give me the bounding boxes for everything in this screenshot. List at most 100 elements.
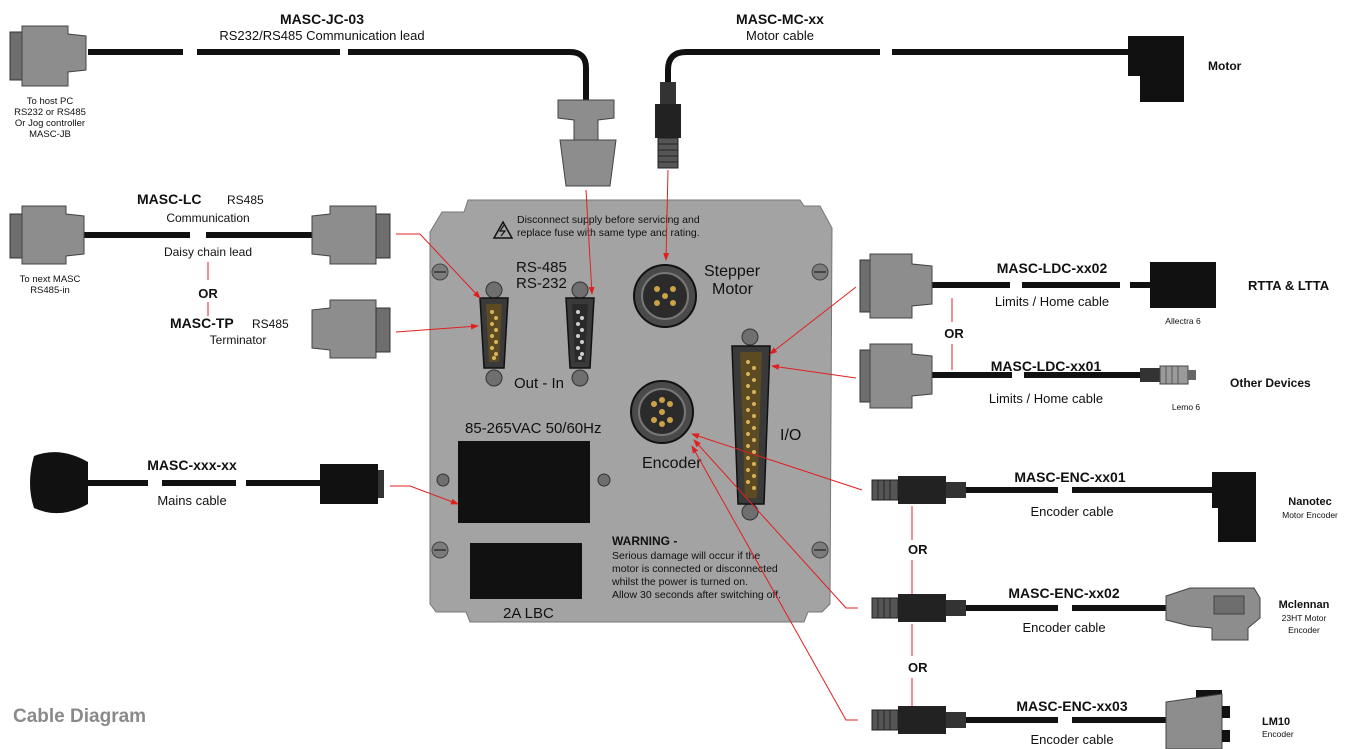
- power-inlet: [436, 441, 611, 523]
- enc02-end2: 23HT Motor: [1282, 613, 1327, 623]
- arrow-terminator: [395, 323, 479, 333]
- host-note: RS232 or RS485: [14, 107, 86, 118]
- rs232-in-port: [565, 281, 595, 387]
- panel-screw: [431, 263, 449, 281]
- limits-cable-01: [859, 343, 1196, 409]
- arrow-comm-lead: [585, 189, 595, 295]
- enc02-end3: Encoder: [1288, 625, 1320, 635]
- enc02-desc: Encoder cable: [1022, 620, 1105, 635]
- ldc02-desc: Limits / Home cable: [995, 294, 1109, 309]
- enc03-end2: Encoder: [1262, 729, 1294, 739]
- ldc02-connector: Allectra 6: [1165, 316, 1201, 326]
- lc-suffix: RS485: [227, 193, 264, 207]
- warning-line: Serious damage will occur if the: [612, 550, 760, 562]
- mains-code: MASC-xxx-xx: [147, 457, 237, 473]
- mains-plug: [30, 452, 88, 514]
- hazard-icon: [492, 220, 514, 239]
- lm10-connector: [1165, 690, 1230, 749]
- power-label: 85-265VAC 50/60Hz: [465, 420, 601, 437]
- mclennan-connector: [1165, 587, 1261, 641]
- m12-connector: [655, 82, 681, 169]
- mc-desc: Motor cable: [746, 28, 814, 43]
- lc-end-note: RS485-in: [30, 285, 70, 296]
- fuse-holder: [470, 543, 582, 599]
- or-label: OR: [908, 542, 928, 557]
- jc03-code: MASC-JC-03: [280, 11, 364, 27]
- db9-plug: [557, 99, 617, 187]
- encoder-cable-02: [871, 587, 1261, 641]
- enc02-end: Mclennan: [1279, 599, 1330, 611]
- warning-line: whilst the power is turned on.: [611, 576, 748, 588]
- encoder-label: Encoder: [642, 455, 702, 472]
- m12-connector: [871, 706, 966, 734]
- rs232-label: RS-232: [516, 275, 567, 292]
- arrow-ldc01: [771, 364, 857, 379]
- stepper-label-line2: Motor: [712, 281, 754, 298]
- warning-line: Allow 30 seconds after switching off.: [612, 589, 781, 601]
- tp-suffix: RS485: [252, 317, 289, 331]
- warning-top-line1: Disconnect supply before servicing and: [517, 214, 700, 226]
- arrow-enc03: [691, 445, 858, 721]
- tp-desc: Terminator: [210, 333, 267, 347]
- daisy-chain-cable: [9, 205, 391, 265]
- connection-arrows: [390, 169, 863, 721]
- db25-plug: [859, 343, 933, 409]
- nanotec-connector: [1212, 472, 1256, 542]
- lc-desc2: Daisy chain lead: [164, 245, 252, 259]
- lemo-connector: [1140, 365, 1196, 385]
- or-label: OR: [944, 326, 964, 341]
- motor-plug: [1128, 36, 1184, 102]
- db25-plug: [859, 253, 933, 319]
- iec-plug: [320, 464, 378, 504]
- ldc02-end: RTTA & LTTA: [1248, 278, 1330, 293]
- fuse-label: 2A LBC: [503, 605, 554, 622]
- host-note: To host PC: [27, 96, 74, 107]
- ldc01-code: MASC-LDC-xx01: [991, 358, 1102, 374]
- db9-plug: [311, 205, 391, 265]
- io-label: I/O: [780, 427, 801, 444]
- arrow-daisy-chain: [396, 233, 481, 299]
- motor-end-label: Motor: [1208, 59, 1242, 73]
- lc-code: MASC-LC: [137, 191, 202, 207]
- warning-line: motor is connected or disconnected: [612, 563, 778, 575]
- arrow-enc01: [691, 433, 863, 491]
- arrow-motor-cable: [663, 169, 670, 261]
- m12-connector: [871, 594, 966, 622]
- enc01-code: MASC-ENC-xx01: [1014, 469, 1125, 485]
- enc01-end: Nanotec: [1288, 496, 1331, 508]
- encoder-cable-01: [871, 472, 1256, 542]
- db9-plug: [9, 205, 85, 265]
- host-note: MASC-JB: [29, 129, 71, 140]
- out-in-label: Out - In: [514, 375, 564, 392]
- rs485-out-port: [479, 281, 509, 387]
- iec-plug-tip: [378, 470, 384, 498]
- ldc01-desc: Limits / Home cable: [989, 391, 1103, 406]
- encoder-port: [630, 380, 694, 444]
- mc-code: MASC-MC-xx: [736, 11, 824, 27]
- enc01-end2: Motor Encoder: [1282, 510, 1338, 520]
- enc01-desc: Encoder cable: [1030, 504, 1113, 519]
- panel-screw: [811, 263, 829, 281]
- db9-plug: [9, 25, 87, 87]
- motor-cable: [655, 36, 1184, 169]
- rs485-label: RS-485: [516, 259, 567, 276]
- enc03-desc: Encoder cable: [1030, 732, 1113, 747]
- panel-screw: [431, 541, 449, 559]
- m12-connector: [871, 476, 966, 504]
- lc-desc1: Communication: [166, 211, 249, 225]
- enc03-end: LM10: [1262, 716, 1290, 728]
- enc03-code: MASC-ENC-xx03: [1016, 698, 1127, 714]
- allectra-connector: [1150, 262, 1216, 308]
- ldc02-code: MASC-LDC-xx02: [997, 260, 1108, 276]
- ldc01-end: Other Devices: [1230, 376, 1311, 390]
- terminator-plug: [311, 299, 391, 359]
- io-port: [731, 328, 771, 521]
- controller-panel: Disconnect supply before servicing and r…: [429, 199, 833, 623]
- or-label: OR: [908, 660, 928, 675]
- stepper-motor-port: [633, 264, 697, 328]
- ldc01-connector: Lemo 6: [1172, 402, 1201, 412]
- tp-code: MASC-TP: [170, 315, 234, 331]
- stepper-label-line1: Stepper: [704, 263, 761, 280]
- jc03-desc: RS232/RS485 Communication lead: [219, 28, 424, 43]
